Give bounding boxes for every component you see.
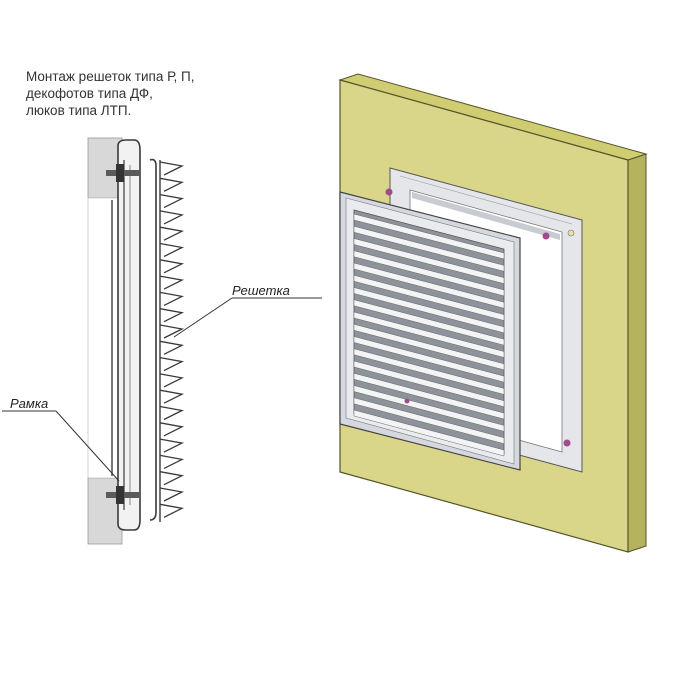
slat bbox=[353, 385, 505, 432]
louver bbox=[159, 471, 185, 486]
label-grille: Решетка bbox=[232, 283, 290, 298]
screw-icon bbox=[563, 439, 571, 447]
louver bbox=[159, 193, 185, 209]
cross-section-view bbox=[2, 137, 322, 545]
louver bbox=[159, 340, 185, 355]
louver bbox=[159, 373, 185, 388]
caption-line-1: Монтаж решеток типа Р, П, bbox=[26, 69, 195, 84]
slat bbox=[353, 372, 505, 420]
louver bbox=[159, 226, 185, 241]
grille-slats bbox=[353, 213, 505, 457]
louver bbox=[159, 242, 185, 258]
louver bbox=[159, 177, 185, 192]
screw-icon bbox=[385, 188, 393, 196]
louver bbox=[159, 356, 185, 372]
louver bbox=[159, 503, 185, 518]
caption-line-3: люков типа ЛТП. bbox=[26, 103, 132, 118]
frame-profile bbox=[117, 139, 141, 531]
wall-side bbox=[627, 153, 647, 553]
grille-panel bbox=[339, 191, 521, 471]
louver bbox=[159, 438, 185, 453]
slat bbox=[353, 213, 505, 260]
screw-icon bbox=[404, 398, 410, 404]
slat bbox=[353, 348, 505, 395]
louver bbox=[159, 275, 185, 290]
louver bbox=[159, 161, 185, 176]
isometric-view bbox=[338, 73, 648, 553]
grille-profile bbox=[149, 158, 157, 521]
slat bbox=[353, 360, 505, 408]
slat bbox=[353, 225, 505, 272]
corner-hole-icon bbox=[567, 229, 575, 237]
slat bbox=[353, 262, 505, 309]
slat bbox=[353, 409, 505, 457]
louver bbox=[159, 259, 185, 274]
louver bbox=[159, 308, 185, 323]
slat bbox=[353, 287, 505, 334]
slat bbox=[353, 323, 505, 371]
louver bbox=[159, 389, 185, 404]
louver bbox=[159, 291, 185, 306]
grille-louvers bbox=[159, 161, 185, 518]
louver bbox=[159, 454, 185, 469]
wall-opening bbox=[87, 197, 123, 479]
slat bbox=[353, 397, 505, 445]
caption: Монтаж решеток типа Р, П, декофотов типа… bbox=[26, 68, 195, 119]
label-frame: Рамка bbox=[10, 396, 49, 411]
slat bbox=[353, 299, 505, 346]
leader-frame bbox=[55, 410, 120, 482]
screw-bottom bbox=[106, 486, 140, 504]
louver bbox=[159, 210, 185, 225]
louver bbox=[159, 422, 185, 437]
screw-top bbox=[106, 164, 140, 182]
slat bbox=[353, 336, 505, 383]
louver bbox=[159, 324, 185, 339]
slat bbox=[353, 311, 505, 358]
screw-icon bbox=[542, 232, 550, 240]
louver bbox=[159, 405, 185, 421]
louver bbox=[159, 487, 185, 502]
slat bbox=[353, 274, 505, 321]
leader-grille bbox=[173, 297, 233, 338]
slat bbox=[353, 250, 505, 297]
caption-line-2: декофотов типа ДФ, bbox=[26, 86, 153, 101]
slat bbox=[353, 238, 505, 284]
